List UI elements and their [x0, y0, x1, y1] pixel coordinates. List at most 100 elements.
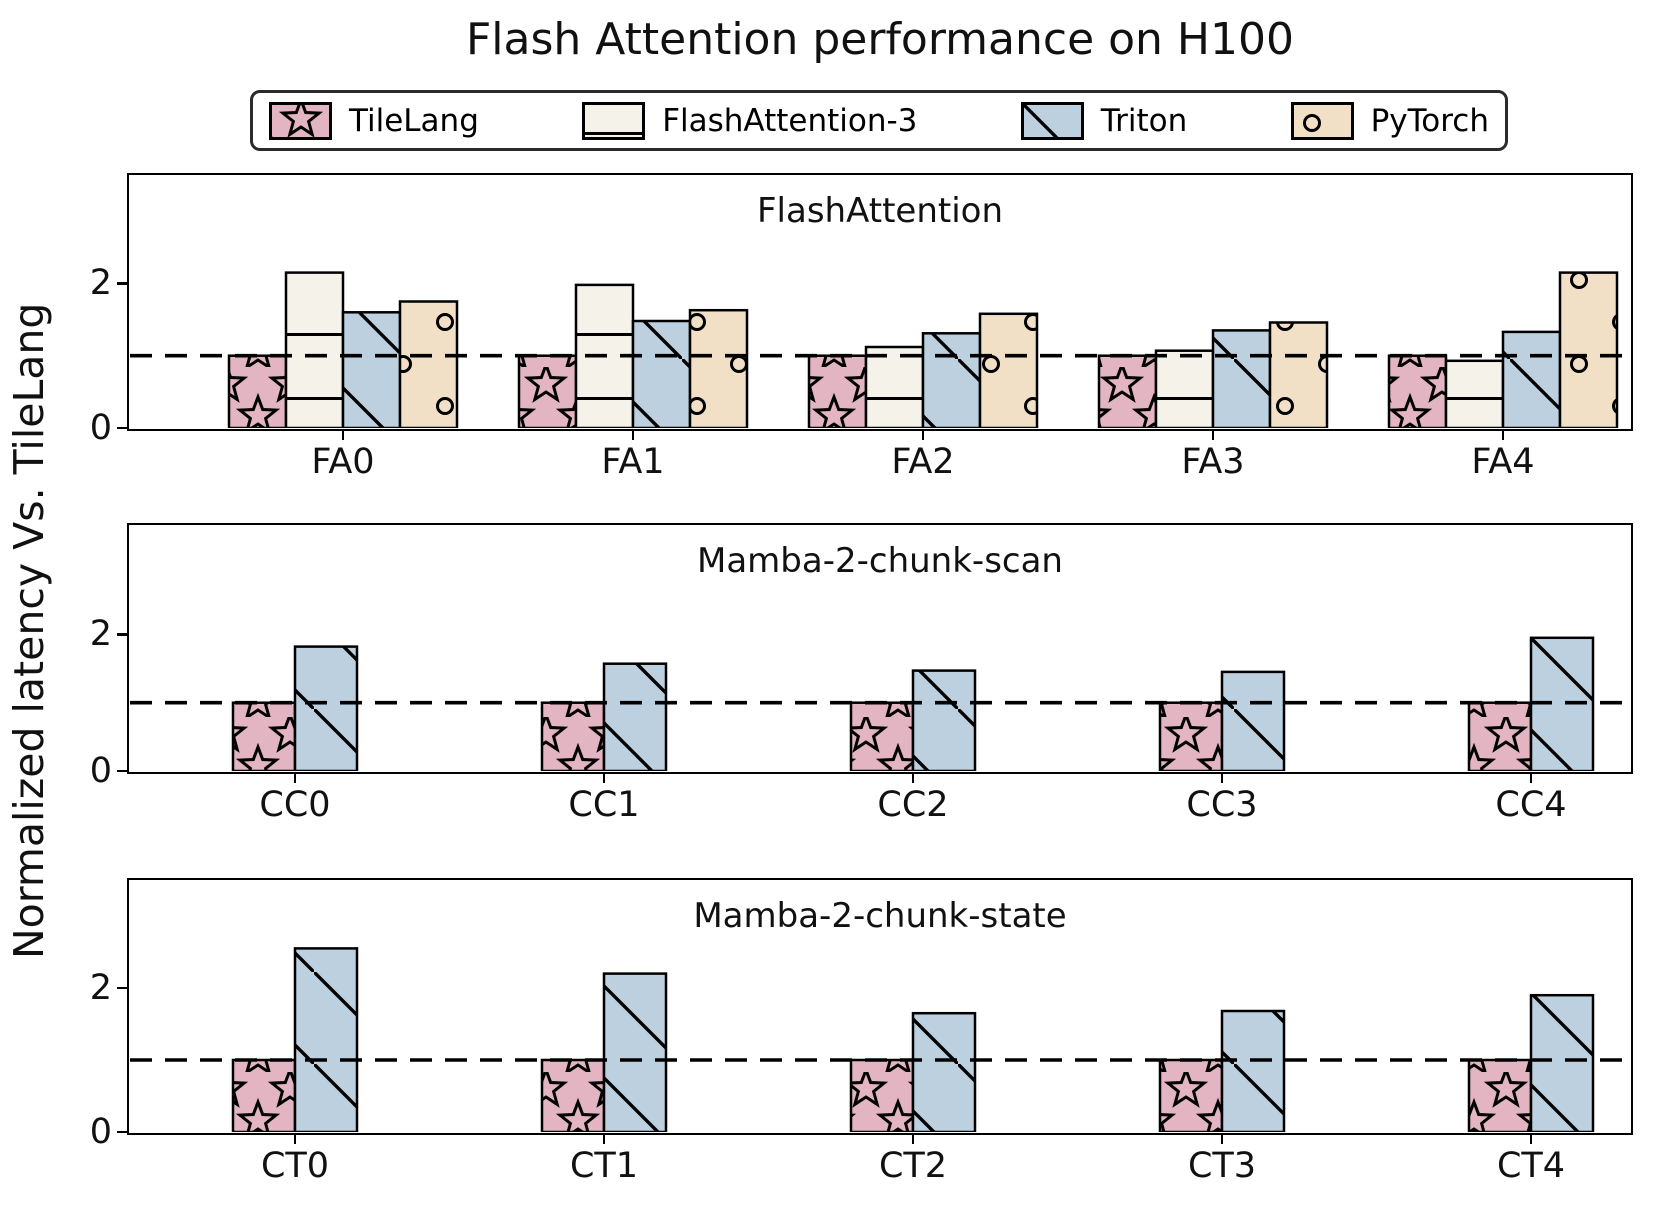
x-tick-label-CC0: CC0 [259, 785, 331, 825]
x-tick-mark [1529, 1134, 1533, 1144]
bar-mamba-2-chunk-scan-CC1-TileLang [540, 701, 606, 771]
x-tick-mark [1529, 773, 1533, 783]
x-tick-label-FA1: FA1 [601, 442, 665, 482]
bar-flashattention-FA1-PyTorch [688, 308, 749, 428]
x-tick-label-FA4: FA4 [1471, 442, 1535, 482]
bar-flashattention-FA4-FlashAttention-3 [1444, 359, 1505, 428]
legend-item-triton: Triton [1020, 101, 1188, 140]
x-tick-mark [341, 430, 345, 440]
bar-flashattention-FA1-TileLang [517, 354, 578, 428]
y-tick-mark [117, 282, 127, 285]
bar-mamba-2-chunk-state-CT1-Triton [602, 972, 668, 1132]
x-tick-mark [631, 430, 635, 440]
y-tick-label-0: 0 [89, 408, 112, 448]
legend-label: FlashAttention-3 [662, 102, 918, 139]
legend-item-tilelang: TileLang [269, 101, 479, 140]
bar-flashattention-FA3-PyTorch [1268, 321, 1329, 428]
bar-mamba-2-chunk-state-CT2-TileLang [849, 1058, 915, 1132]
bar-mamba-2-chunk-scan-CC0-TileLang [231, 701, 297, 771]
y-tick-mark [117, 1130, 127, 1134]
x-tick-mark [911, 1134, 915, 1144]
bar-mamba-2-chunk-state-CT4-Triton [1529, 993, 1595, 1132]
y-tick-label-0: 0 [89, 1112, 112, 1152]
diagonal-line-hatch-swatch [1020, 101, 1084, 140]
bar-mamba-2-chunk-state-CT0-Triton [293, 947, 359, 1132]
y-tick-mark [117, 769, 127, 773]
x-tick-label-CT0: CT0 [260, 1146, 330, 1186]
bar-flashattention-FA4-PyTorch [1558, 271, 1619, 428]
x-tick-label-CC1: CC1 [568, 785, 640, 825]
bar-flashattention-FA2-FlashAttention-3 [864, 345, 925, 428]
bar-mamba-2-chunk-scan-CC2-Triton [911, 669, 977, 771]
x-tick-mark [293, 773, 297, 783]
bar-flashattention-FA4-Triton [1501, 330, 1562, 428]
y-tick-label-2: 2 [89, 263, 112, 304]
legend-item-pytorch: PyTorch [1290, 101, 1489, 140]
x-tick-label-CC3: CC3 [1186, 785, 1258, 825]
bar-flashattention-FA2-PyTorch [978, 312, 1039, 428]
bar-mamba-2-chunk-state-CT2-Triton [911, 1011, 977, 1132]
y-tick-label-0: 0 [89, 751, 112, 791]
bar-mamba-2-chunk-scan-CC1-Triton [602, 662, 668, 771]
x-tick-mark [1211, 430, 1215, 440]
bar-flashattention-FA2-TileLang [807, 354, 868, 428]
bar-flashattention-FA0-Triton [341, 311, 402, 428]
subplot-title-mamba-2-chunk-scan: Mamba-2-chunk-scan [697, 541, 1063, 581]
bar-flashattention-FA3-Triton [1211, 329, 1272, 428]
circle-hatch-swatch [1290, 101, 1354, 140]
x-tick-label-CC2: CC2 [877, 785, 949, 825]
x-tick-mark [293, 1134, 297, 1144]
bar-flashattention-FA0-FlashAttention-3 [284, 271, 345, 428]
x-tick-mark [1220, 773, 1224, 783]
x-tick-mark [921, 430, 925, 440]
bar-mamba-2-chunk-scan-CC3-TileLang [1158, 701, 1224, 771]
y-tick-mark [117, 426, 127, 430]
bar-flashattention-FA4-TileLang [1387, 354, 1448, 428]
legend-box: TileLang FlashAttention-3 Triton PyTorch [250, 90, 1508, 151]
y-tick-label-2: 2 [89, 968, 112, 1008]
star-hatch-swatch [269, 101, 332, 140]
horizontal-line-hatch-swatch [582, 101, 646, 140]
bar-flashattention-FA3-FlashAttention-3 [1154, 349, 1215, 428]
bar-mamba-2-chunk-scan-CC3-Triton [1220, 670, 1286, 771]
subplot-title-flashattention: FlashAttention [756, 191, 1004, 231]
subplot-title-mamba-2-chunk-state: Mamba-2-chunk-state [693, 896, 1067, 936]
x-tick-label-FA2: FA2 [891, 442, 955, 482]
x-tick-label-CT4: CT4 [1496, 1146, 1566, 1186]
bar-flashattention-FA1-Triton [631, 319, 692, 428]
legend-item-flashattention-3: FlashAttention-3 [582, 101, 918, 140]
bar-mamba-2-chunk-scan-CC4-TileLang [1467, 701, 1533, 771]
y-tick-label-2: 2 [89, 614, 112, 655]
x-tick-label-FA0: FA0 [311, 442, 375, 482]
x-tick-label-CT2: CT2 [878, 1146, 948, 1186]
bar-mamba-2-chunk-state-CT0-TileLang [231, 1058, 297, 1132]
legend-label: TileLang [349, 102, 479, 139]
bar-flashattention-FA2-Triton [921, 332, 982, 428]
x-tick-label-FA3: FA3 [1181, 442, 1245, 482]
chart-title: Flash Attention performance on H100 [466, 14, 1294, 65]
x-tick-label-CC4: CC4 [1495, 785, 1567, 825]
bar-mamba-2-chunk-scan-CC2-TileLang [849, 701, 915, 771]
bar-mamba-2-chunk-state-CT1-TileLang [540, 1058, 606, 1132]
bar-mamba-2-chunk-state-CT4-TileLang [1467, 1058, 1533, 1132]
x-tick-mark [1501, 430, 1505, 440]
x-tick-label-CT3: CT3 [1187, 1146, 1257, 1186]
bar-flashattention-FA3-TileLang [1097, 354, 1158, 428]
bar-flashattention-FA0-TileLang [227, 354, 288, 428]
x-tick-mark [1220, 1134, 1224, 1144]
x-tick-mark [602, 773, 606, 783]
legend-label: PyTorch [1370, 102, 1489, 139]
x-tick-mark [911, 773, 915, 783]
bar-mamba-2-chunk-state-CT3-Triton [1220, 1009, 1286, 1132]
y-tick-mark [117, 986, 127, 990]
legend-label: Triton [1100, 102, 1188, 139]
bar-plot-mamba-2-chunk-state [130, 947, 1630, 1132]
bar-plot-mamba-2-chunk-scan [130, 636, 1630, 771]
bar-mamba-2-chunk-scan-CC0-Triton [293, 645, 359, 771]
bar-flashattention-FA0-PyTorch [398, 300, 459, 428]
x-tick-label-CT1: CT1 [569, 1146, 639, 1186]
y-axis-label: Normalized latency Vs. TileLang [5, 302, 53, 959]
y-tick-mark [117, 633, 127, 636]
bar-mamba-2-chunk-state-CT3-TileLang [1158, 1058, 1224, 1132]
